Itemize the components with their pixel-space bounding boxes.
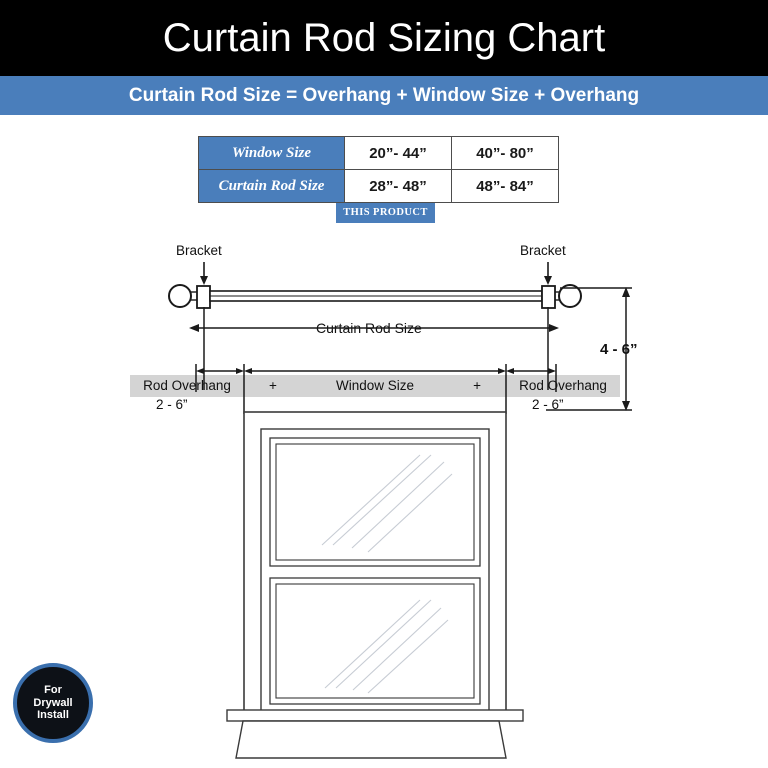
glass-shine-lower (324, 599, 449, 694)
curtain-rod-size-label: Curtain Rod Size (310, 321, 428, 335)
bracket-left-label: Bracket (176, 243, 222, 258)
window-illustration (226, 411, 524, 759)
table-row: Window Size 20”- 44” 40”- 80” (198, 136, 559, 170)
bracket-left-arrow (200, 262, 208, 285)
cell-rod-size-large: 48”- 84” (451, 169, 559, 203)
row-header-window-size: Window Size (198, 136, 345, 170)
row-header-curtain-rod-size: Curtain Rod Size (198, 169, 345, 203)
badge-line-2: Drywall (33, 696, 73, 709)
cell-window-size-large: 40”- 80” (451, 136, 559, 170)
overhang-right-label: Rod Overhang (519, 378, 607, 394)
overhang-left-value: 2 - 6” (156, 397, 188, 412)
overhang-left-label: Rod Overhang (143, 378, 231, 394)
page-title: Curtain Rod Sizing Chart (162, 16, 606, 60)
badge-line-3: Install (37, 709, 69, 722)
title-band: Curtain Rod Sizing Chart (0, 0, 768, 76)
window-size-band: + Window Size + (244, 375, 506, 397)
overhang-right-dimension (506, 368, 556, 374)
cell-window-size-small: 20”- 44” (344, 136, 452, 170)
size-table: Window Size 20”- 44” 40”- 80” Curtain Ro… (198, 136, 559, 203)
formula-text: Curtain Rod Size = Overhang + Window Siz… (128, 85, 640, 106)
bracket-right-arrow (544, 262, 552, 285)
bracket-right-label: Bracket (520, 243, 566, 258)
glass-shine-upper (321, 454, 453, 553)
badge-line-1: For (44, 683, 62, 696)
window-size-label: Window Size (335, 378, 415, 394)
plus-left: + (269, 378, 277, 394)
overhang-left-dimension (196, 368, 244, 374)
for-drywall-install-badge: For Drywall Install (13, 663, 93, 743)
plus-right: + (473, 378, 481, 394)
overhang-right-value: 2 - 6” (532, 397, 564, 412)
curtain-rod (168, 284, 582, 309)
this-product-badge: THIS PRODUCT (336, 203, 435, 223)
mount-height-label: 4 - 6” (600, 341, 638, 358)
overhang-left-band: Rod Overhang (130, 375, 244, 397)
overhang-right-band: Rod Overhang (506, 375, 620, 397)
cell-rod-size-small: 28”- 48” (344, 169, 452, 203)
formula-band: Curtain Rod Size = Overhang + Window Siz… (0, 76, 768, 115)
window-size-dimension (244, 368, 506, 374)
table-row: Curtain Rod Size 28”- 48” 48”- 84” (198, 169, 559, 203)
